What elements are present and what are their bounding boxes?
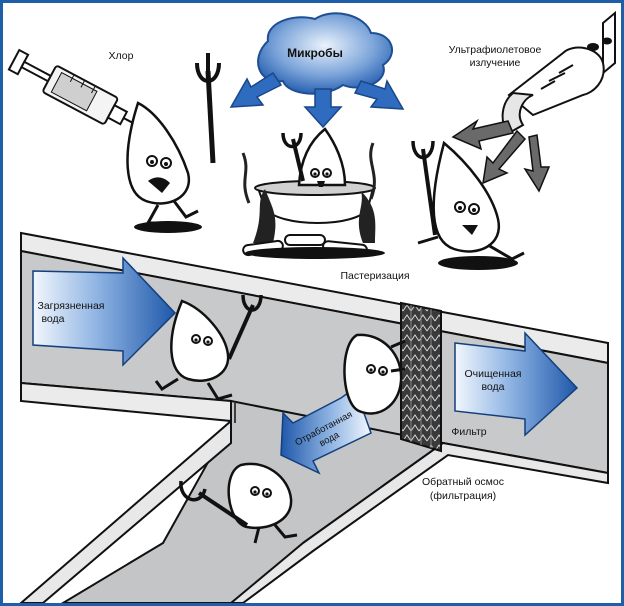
microbe-character-icon [417,140,525,270]
pitchfork-icon [411,140,437,236]
microbe-character-icon [126,101,202,233]
uv-label-line2: излучение [470,57,521,69]
microbe-character-icon [227,462,298,544]
chlorine-label: Хлор [109,50,134,62]
microbe-character-icon [343,333,406,415]
cloud-arrow-right [353,79,405,110]
clean-water-label-line1: Очищенная [465,368,522,380]
syringe-icon [7,48,147,132]
pitchfork-icon [281,132,305,182]
clean-water-arrow [454,331,579,437]
clean-water-label-line2: вода [481,381,504,393]
reverse-osmosis-label-line2: (фильтрация) [430,490,496,502]
pipe-branch-right-wall [229,441,609,603]
pitchfork-icon [195,53,221,164]
cooking-pot-icon [254,180,376,224]
uv-label-line1: Ультрафиолетовое [449,44,542,56]
pasteurization-label: Пастеризация [340,270,409,282]
pitchfork-icon [227,294,263,360]
dirty-water-label-line2: вода [41,313,64,325]
fire-icon [241,142,385,259]
uv-lamp-icon [451,10,616,193]
waste-water-arrow [280,386,372,475]
pitchfork-icon [179,480,249,527]
filter-membrane [400,301,442,453]
microbe-character-icon [297,127,347,187]
cloud-arrow-down [303,88,343,129]
dirty-water-label-line1: Загрязненная [38,300,105,312]
filter-label: Фильтр [451,426,486,438]
microbes-cloud [229,12,405,129]
water-treatment-diagram: Микробы Хлор Ультрафиолетовое излучение … [7,10,616,603]
pipe-branch-left-wall [19,418,232,603]
microbes-label: Микробы [287,46,343,60]
reverse-osmosis-label-line1: Обратный осмос [422,476,504,488]
cloud-arrow-left [229,71,283,108]
microbe-character-icon [154,299,233,401]
dirty-water-arrow [32,256,177,367]
